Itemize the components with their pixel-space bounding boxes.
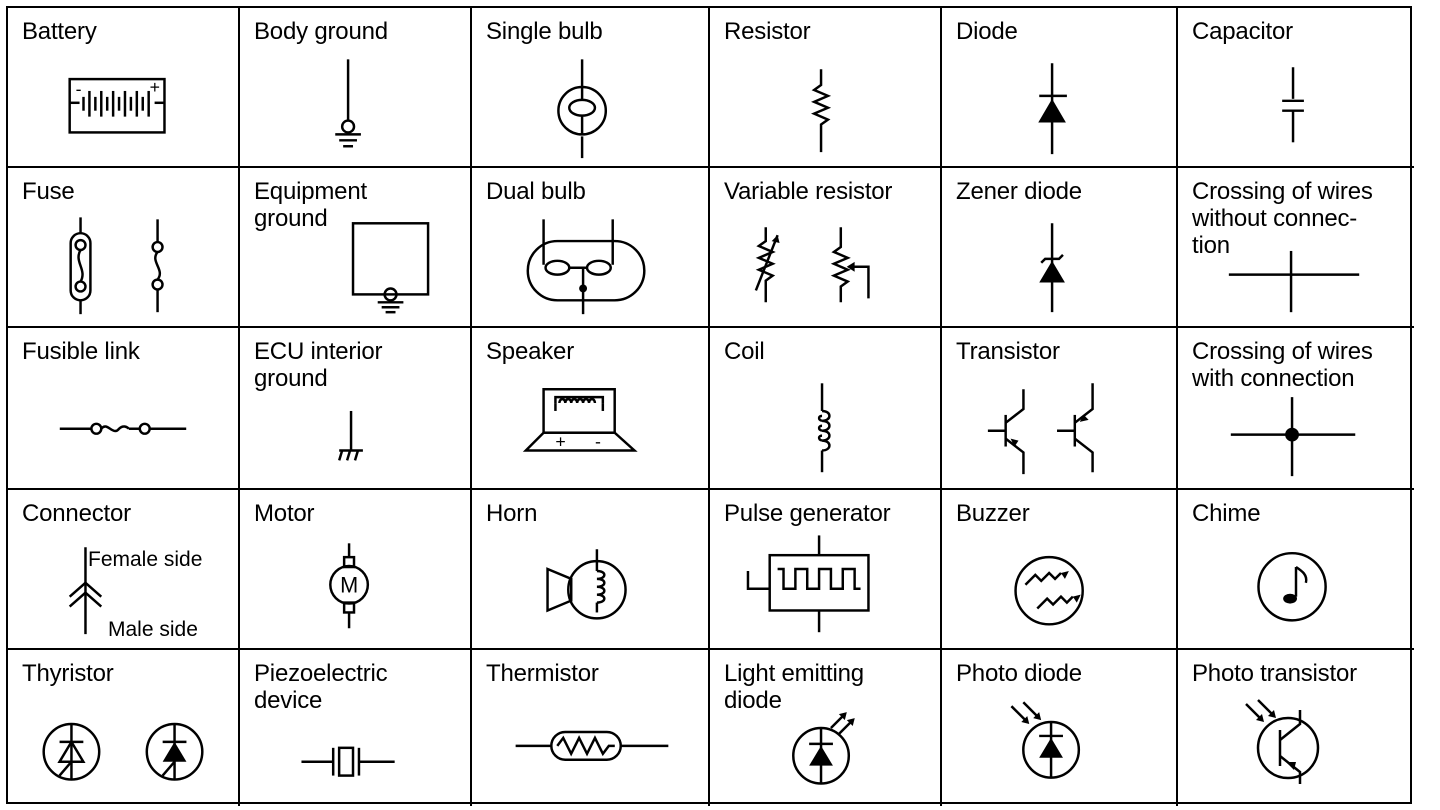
capacitor-icon	[1178, 8, 1414, 166]
cell-resistor: Resistor	[710, 8, 942, 168]
cell-battery: Battery	[8, 8, 240, 168]
cell-thermistor: Thermistor	[472, 650, 710, 806]
cell-horn: Horn	[472, 490, 710, 650]
cell-photo-diode: Photo diode	[942, 650, 1178, 806]
wire-crossing-no-connection-icon	[1178, 168, 1414, 326]
battery-plus: +	[150, 77, 160, 97]
cell-dual-bulb: Dual bulb	[472, 168, 710, 328]
body-ground-icon	[240, 8, 470, 166]
cell-fusible-link: Fusible link	[8, 328, 240, 490]
transistor-icon	[942, 328, 1176, 488]
motor-letter: M	[340, 573, 358, 598]
ecu-ground-icon	[240, 328, 470, 488]
piezoelectric-icon	[240, 650, 470, 806]
fuse-icon	[8, 168, 238, 326]
symbol-label: Body ground	[254, 18, 388, 45]
cell-buzzer: Buzzer	[942, 490, 1178, 650]
symbol-label: Capacitor	[1192, 18, 1293, 45]
symbol-label: ECU interior ground	[254, 338, 383, 392]
buzzer-icon	[942, 490, 1176, 648]
symbol-label: Battery	[22, 18, 97, 45]
zener-diode-icon	[942, 168, 1176, 326]
symbol-label: Coil	[724, 338, 765, 365]
equipment-ground-icon	[240, 168, 470, 326]
battery-icon: - +	[8, 8, 238, 166]
led-icon	[710, 650, 940, 806]
symbol-label: Motor	[254, 500, 315, 527]
cell-connector: Connector Female side Male side	[8, 490, 240, 650]
symbol-label: Connector	[22, 500, 131, 527]
symbol-label: Crossing of wires without connec- tion	[1192, 178, 1373, 259]
symbol-label: Zener diode	[956, 178, 1082, 205]
symbol-label: Chime	[1192, 500, 1261, 527]
symbol-label: Thyristor	[22, 660, 114, 687]
cell-body-ground: Body ground	[240, 8, 472, 168]
symbol-label: Pulse generator	[724, 500, 891, 527]
cell-fuse: Fuse	[8, 168, 240, 328]
symbol-label: Equipment ground	[254, 178, 367, 232]
symbol-label: Photo transistor	[1192, 660, 1357, 687]
cell-transistor: Transistor	[942, 328, 1178, 490]
cell-motor: Motor M	[240, 490, 472, 650]
cell-capacitor: Capacitor	[1178, 8, 1414, 168]
symbol-label: Crossing of wires with connection	[1192, 338, 1373, 392]
speaker-plus: +	[555, 432, 565, 452]
cell-single-bulb: Single bulb	[472, 8, 710, 168]
coil-icon	[710, 328, 940, 488]
symbol-table: Battery	[6, 6, 1414, 806]
symbol-label: Photo diode	[956, 660, 1082, 687]
cell-chime: Chime	[1178, 490, 1414, 650]
cell-piezoelectric: Piezoelectric device	[240, 650, 472, 806]
chime-icon	[1178, 490, 1414, 648]
variable-resistor-icon	[710, 168, 940, 326]
speaker-icon: + -	[472, 328, 708, 488]
symbol-label: Speaker	[486, 338, 574, 365]
speaker-minus: -	[595, 432, 601, 452]
pulse-generator-icon	[710, 490, 940, 648]
symbol-label: Single bulb	[486, 18, 603, 45]
cell-led: Light emitting diode	[710, 650, 942, 806]
symbol-label: Diode	[956, 18, 1018, 45]
battery-minus: -	[76, 79, 82, 99]
cell-equipment-ground: Equipment ground	[240, 168, 472, 328]
fusible-link-icon	[8, 328, 238, 488]
diode-icon	[942, 8, 1176, 166]
symbol-label: Light emitting diode	[724, 660, 864, 714]
cell-photo-transistor: Photo transistor	[1178, 650, 1414, 806]
photo-transistor-icon	[1178, 650, 1414, 806]
single-bulb-icon	[472, 8, 708, 166]
symbol-label: Horn	[486, 500, 538, 527]
symbol-label: Thermistor	[486, 660, 599, 687]
symbol-label: Transistor	[956, 338, 1060, 365]
cell-crossing-connection: Crossing of wires with connection	[1178, 328, 1414, 490]
cell-coil: Coil	[710, 328, 942, 490]
motor-icon: M	[240, 490, 470, 648]
cell-thyristor: Thyristor	[8, 650, 240, 806]
photo-diode-icon	[942, 650, 1176, 806]
cell-ecu-ground: ECU interior ground	[240, 328, 472, 490]
horn-icon	[472, 490, 708, 648]
symbol-label: Dual bulb	[486, 178, 586, 205]
connector-icon	[8, 490, 238, 648]
cell-pulse-generator: Pulse generator	[710, 490, 942, 650]
cell-variable-resistor: Variable resistor	[710, 168, 942, 328]
symbol-label: Piezoelectric device	[254, 660, 388, 714]
connector-male-side-label: Male side	[108, 618, 198, 641]
cell-speaker: Speaker + -	[472, 328, 710, 490]
thyristor-icon	[8, 650, 238, 806]
cell-diode: Diode	[942, 8, 1178, 168]
symbol-label: Fusible link	[22, 338, 140, 365]
symbol-label: Resistor	[724, 18, 811, 45]
dual-bulb-icon	[472, 168, 708, 326]
symbol-label: Variable resistor	[724, 178, 893, 205]
cell-crossing-no-connection: Crossing of wires without connec- tion	[1178, 168, 1414, 328]
symbol-label: Buzzer	[956, 500, 1030, 527]
symbol-label: Fuse	[22, 178, 75, 205]
wire-crossing-connection-icon	[1178, 328, 1414, 488]
connector-female-side-label: Female side	[88, 548, 203, 571]
thermistor-icon	[472, 650, 708, 806]
resistor-icon	[710, 8, 940, 166]
cell-zener-diode: Zener diode	[942, 168, 1178, 328]
